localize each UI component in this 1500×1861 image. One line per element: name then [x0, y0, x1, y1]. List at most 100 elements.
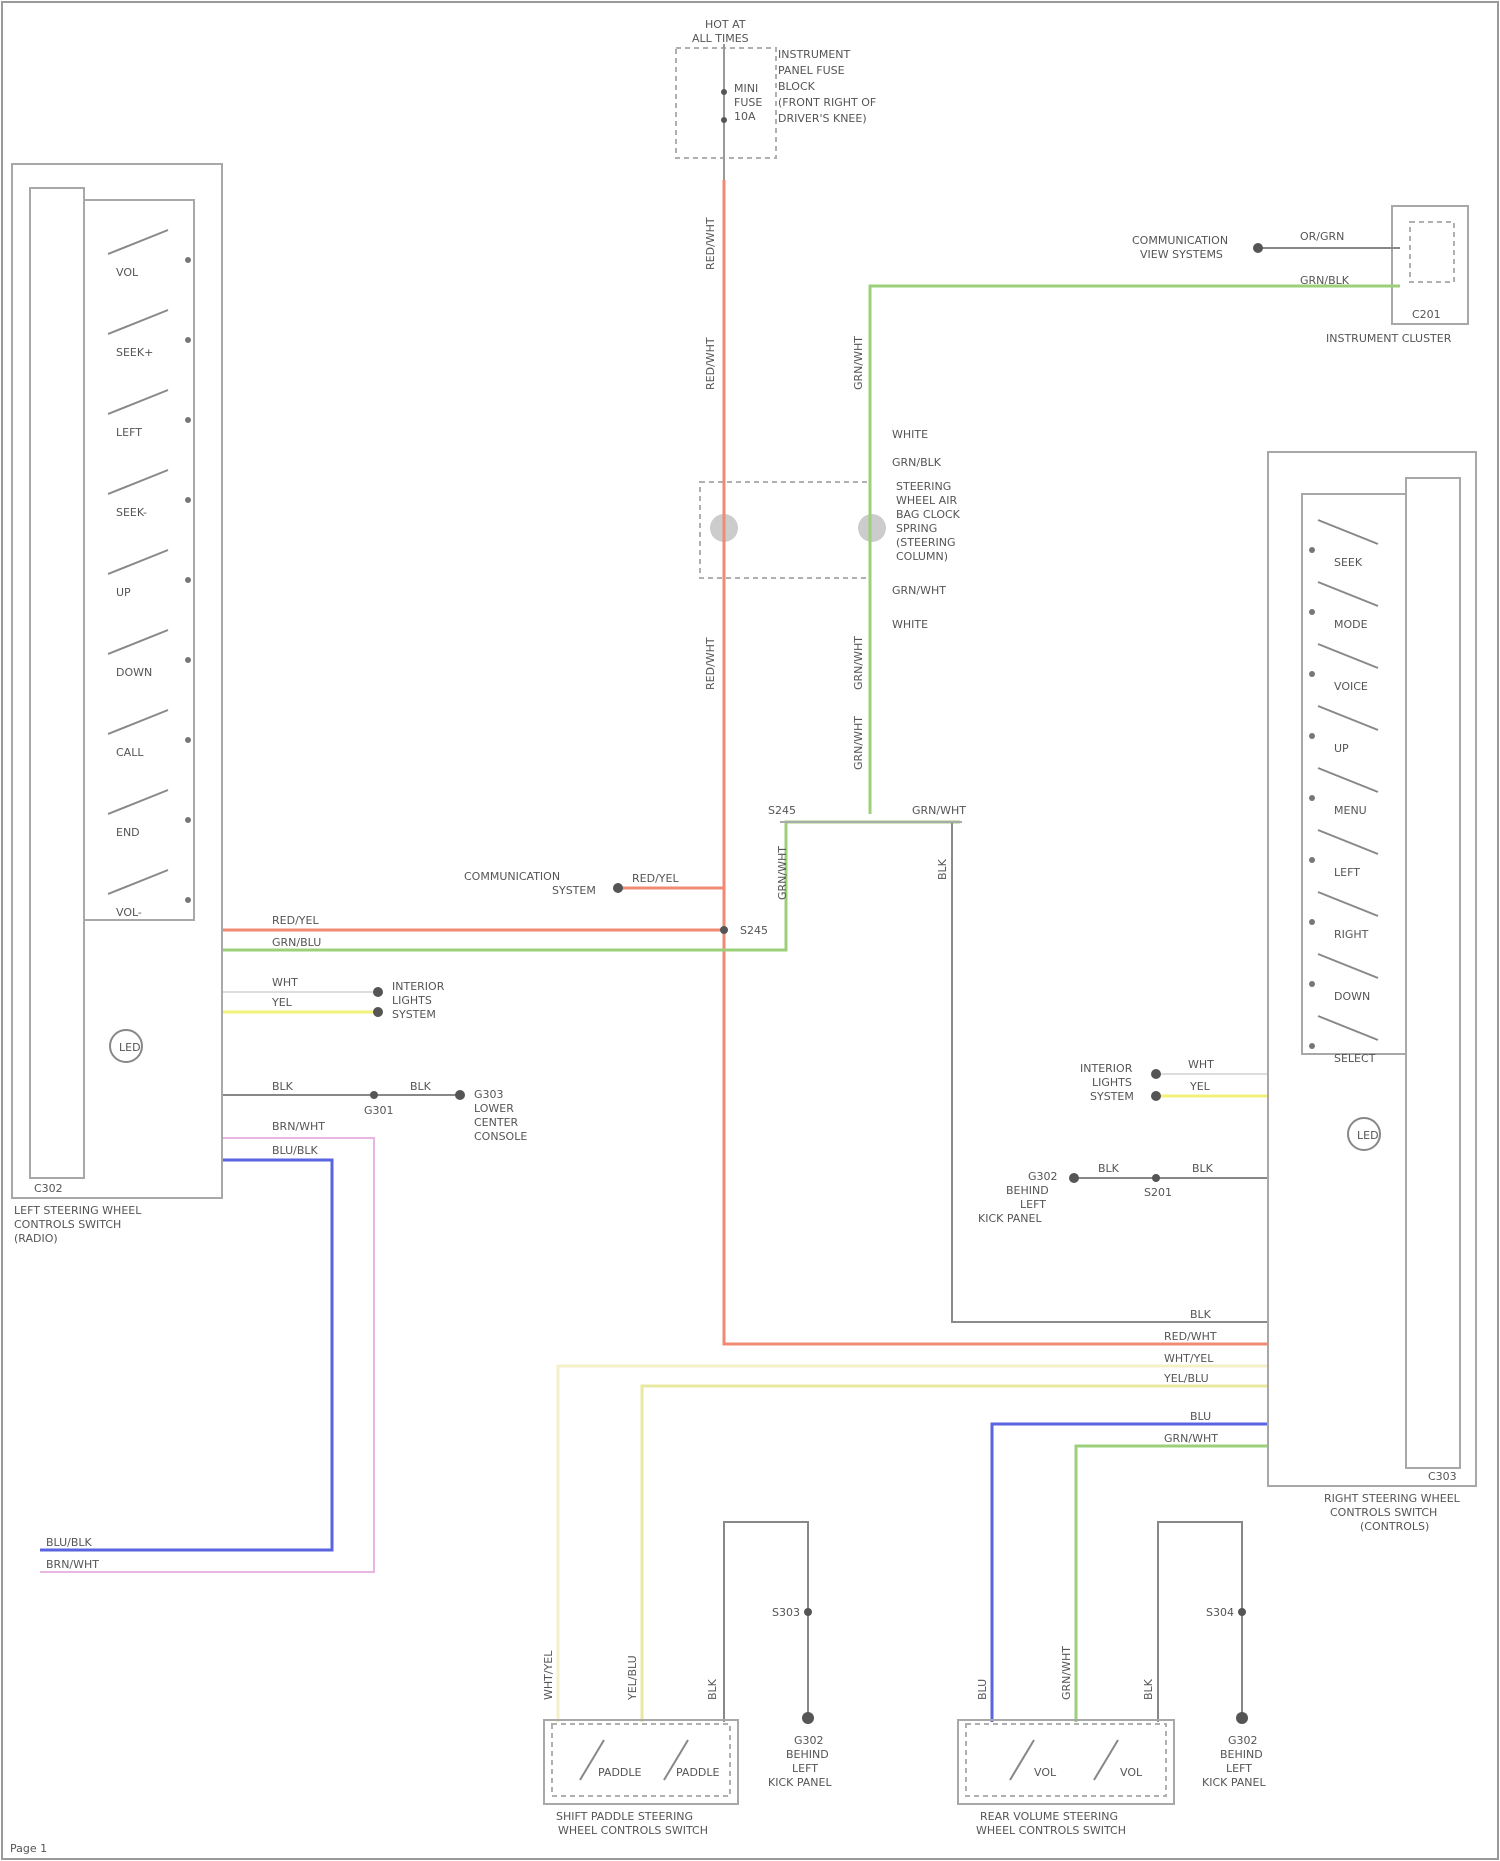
fuse-desc-5: DRIVER'S KNEE): [778, 112, 867, 125]
left-switch-contact-7: [108, 710, 168, 734]
bottom-left-wire-2: BRN/WHT: [46, 1558, 99, 1571]
bl-sw-2: PADDLE: [676, 1766, 720, 1779]
cluster-outline: [1392, 206, 1468, 324]
right-name-2: CONTROLS SWITCH: [1330, 1506, 1437, 1519]
br-gnd-dot: [1236, 1712, 1248, 1724]
fuse-dot-bot: [721, 117, 727, 123]
right-splice-dot: [1152, 1174, 1160, 1182]
right-switch: SEEKMODEVOICEUPMENULEFTRIGHTDOWNSELECT L…: [978, 452, 1476, 1533]
left-name-1: LEFT STEERING WHEEL: [14, 1204, 142, 1217]
clockspring: STEERING WHEEL AIR BAG CLOCK SPRING (STE…: [700, 428, 961, 631]
right-wire-blk1: BLK: [1098, 1162, 1120, 1175]
left-switch-pin-1: [185, 257, 191, 263]
left-switch-label-5: UP: [116, 586, 131, 599]
wire-red-label-3: RED/WHT: [704, 637, 717, 690]
right-amb-3: SYSTEM: [1090, 1090, 1134, 1103]
clockspring-coil-right: [858, 514, 886, 542]
left-wire-5: BLK: [272, 1080, 294, 1093]
right-bus-3: WHT/YEL: [1164, 1352, 1214, 1365]
left-amb-1: INTERIOR: [392, 980, 445, 993]
left-gnd-3: G303: [474, 1088, 504, 1101]
right-switch-label-6: LEFT: [1334, 866, 1360, 879]
wire-blue-br: [992, 1424, 1268, 1722]
right-name-1: RIGHT STEERING WHEEL: [1324, 1492, 1461, 1505]
clockspring-1: STEERING: [896, 480, 951, 493]
cluster-conn: COMMUNICATION: [1132, 234, 1228, 247]
right-switch-label-3: VOICE: [1334, 680, 1368, 693]
splice-s245: S245: [740, 924, 768, 937]
right-switch-pin-1: [1309, 547, 1315, 553]
right-name-3: (CONTROLS): [1360, 1520, 1429, 1533]
bl-wire-2: YEL/BLU: [626, 1655, 639, 1701]
paddle-switch-inner: [552, 1724, 730, 1796]
wire-red-label-2: RED/WHT: [704, 337, 717, 390]
right-switch-label-9: SELECT: [1334, 1052, 1376, 1065]
right-bus-6: GRN/WHT: [1164, 1432, 1218, 1445]
right-switch-pin-5: [1309, 795, 1315, 801]
left-amb-dot-2: [373, 1007, 383, 1017]
fuse-header-1: HOT AT: [705, 18, 746, 31]
cluster-wire-1: OR/GRN: [1300, 230, 1344, 243]
bl-name-2: WHEEL CONTROLS SWITCH: [558, 1824, 708, 1837]
left-switch-label-2: SEEK+: [116, 346, 153, 359]
right-switch-label-7: RIGHT: [1334, 928, 1369, 941]
left-switch-pin-3: [185, 417, 191, 423]
clockspring-3: BAG CLOCK: [896, 508, 961, 521]
right-wire-s: S201: [1144, 1186, 1172, 1199]
instrument-cluster: C201 INSTRUMENT CLUSTER OR/GRN GRN/BLK C…: [1132, 206, 1468, 345]
right-gnd-3: LEFT: [1020, 1198, 1046, 1211]
cluster-conn-2: VIEW SYSTEMS: [1140, 248, 1223, 261]
right-switch-contact-6: [1318, 830, 1378, 854]
right-amb-dot-1: [1151, 1069, 1161, 1079]
right-switch-contact-7: [1318, 892, 1378, 916]
left-switch-contact-3: [108, 390, 168, 414]
right-bus-5: BLU: [1190, 1410, 1211, 1423]
right-switch-pin-9: [1309, 1043, 1315, 1049]
left-switch-pin-8: [185, 817, 191, 823]
left-switch-label-6: DOWN: [116, 666, 152, 679]
right-bus-1: BLK: [1190, 1308, 1212, 1321]
splice-s245-dot: [720, 926, 728, 934]
right-bus-4: YEL/BLU: [1163, 1372, 1209, 1385]
cs-bot-b: WHITE: [892, 618, 928, 631]
left-switch-label-1: VOL: [116, 266, 139, 279]
cs-top-a: WHITE: [892, 428, 928, 441]
left-gnd-splice: [370, 1091, 378, 1099]
left-switch-pin-2: [185, 337, 191, 343]
clockspring-4: SPRING: [896, 522, 937, 535]
wire-br-gnd: [1158, 1522, 1242, 1722]
clockspring-2: WHEEL AIR: [896, 494, 957, 507]
left-amb-2: LIGHTS: [392, 994, 432, 1007]
left-switch-contact-4: [108, 470, 168, 494]
splice-right: GRN/WHT: [912, 804, 966, 817]
right-switch-pin-2: [1309, 609, 1315, 615]
right-switch-pin-3: [1309, 671, 1315, 677]
right-amb-dot-2: [1151, 1091, 1161, 1101]
left-switch-label-7: CALL: [116, 746, 144, 759]
wire-bl-gnd: [724, 1522, 808, 1722]
right-switch-label-5: MENU: [1334, 804, 1367, 817]
left-switch-pin-5: [185, 577, 191, 583]
fuse-name-3: 10A: [734, 110, 756, 123]
right-amb-2: LIGHTS: [1092, 1076, 1132, 1089]
left-switch-label-9: VOL-: [116, 906, 142, 919]
right-switch-contact-5: [1318, 768, 1378, 792]
wire-red-label: RED/WHT: [704, 217, 717, 270]
left-wire-2: GRN/BLU: [272, 936, 321, 949]
bl-gnd-2: BEHIND: [786, 1748, 829, 1761]
bl-wire-3: BLK: [706, 1678, 719, 1700]
cluster-conn-dot: [1253, 243, 1263, 253]
br-wire-2: GRN/WHT: [1060, 1646, 1073, 1700]
right-gnd-dot: [1069, 1173, 1079, 1183]
right-switch-panel: [1302, 494, 1406, 1054]
paddle-switch: PADDLE PADDLE WHT/YEL YEL/BLU BLK S303 G…: [542, 1606, 832, 1837]
comm-left-1: COMMUNICATION: [464, 870, 560, 883]
bl-gnd-1: G302: [794, 1734, 824, 1747]
left-lamp-label: LED: [119, 1041, 141, 1054]
right-switch-contact-3: [1318, 644, 1378, 668]
left-gnd-6: CONSOLE: [474, 1130, 527, 1143]
bl-gnd-4: KICK PANEL: [768, 1776, 832, 1789]
footer: Page 1: [10, 1842, 47, 1855]
fuse-block: HOT AT ALL TIMES MINI FUSE 10A INSTRUMEN…: [676, 18, 876, 180]
